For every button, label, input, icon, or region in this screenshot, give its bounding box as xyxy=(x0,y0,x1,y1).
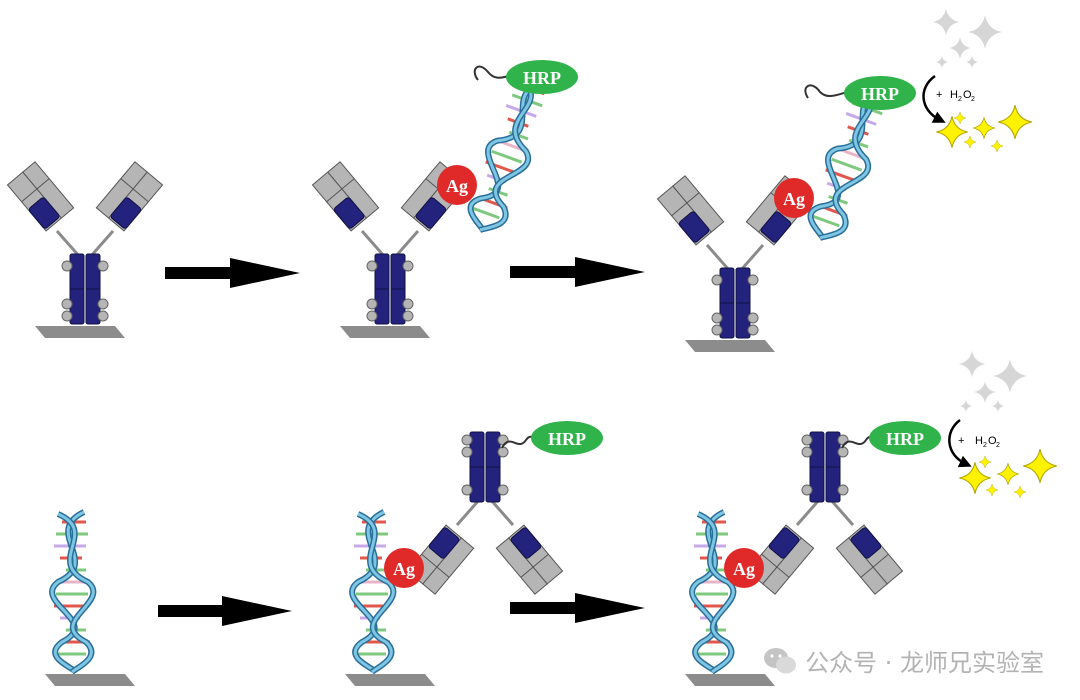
antigen: Ag xyxy=(724,548,764,588)
sparkle-yellow-group xyxy=(958,448,1058,499)
svg-text:H: H xyxy=(950,89,958,101)
sparkle-icon xyxy=(1013,485,1027,499)
sparkle-icon xyxy=(985,483,999,497)
sparkle-icon xyxy=(932,8,960,36)
antigen: Ag xyxy=(384,548,424,588)
sparkle-icon xyxy=(996,462,1020,486)
detection-antibody xyxy=(405,430,565,596)
antigen: Ag xyxy=(437,165,477,205)
bottom-panel-2: HRP Ag xyxy=(345,421,603,686)
svg-text:2: 2 xyxy=(971,96,975,103)
sparkle-icon xyxy=(958,461,992,495)
plate xyxy=(340,326,430,338)
svg-text:HRP: HRP xyxy=(861,84,899,104)
watermark-text: 公众号 · 龙师兄实验室 xyxy=(805,649,1044,677)
sparkle-icon xyxy=(949,37,971,59)
top-panel-2: HRP Ag xyxy=(310,60,578,338)
sparkle-icon xyxy=(997,104,1033,140)
detection-antibody xyxy=(745,430,905,596)
hrp-enzyme: HRP xyxy=(869,421,941,455)
capture-antibody xyxy=(5,160,165,326)
svg-text:Ag: Ag xyxy=(733,559,755,579)
arrow-right-icon xyxy=(510,257,645,287)
dna-strand xyxy=(52,512,93,672)
sparkle-grey-group xyxy=(932,8,1002,68)
arrow-right-icon xyxy=(510,593,645,623)
plate xyxy=(685,340,775,352)
sparkle-icon xyxy=(1022,448,1058,484)
arrow-right-icon xyxy=(158,596,292,626)
dna-strand xyxy=(692,512,733,672)
sparkle-yellow-group xyxy=(935,104,1033,153)
svg-text:O: O xyxy=(988,435,997,447)
hrp-enzyme: HRP xyxy=(844,76,916,110)
dna-strand xyxy=(352,512,393,672)
svg-text:2: 2 xyxy=(996,442,1000,449)
sparkle-icon xyxy=(993,359,1027,393)
svg-text:O: O xyxy=(963,89,972,101)
top-panel-3: HRP Ag + H 2 O 2 xyxy=(655,8,1033,352)
svg-text:Ag: Ag xyxy=(783,189,805,209)
sparkle-icon xyxy=(966,56,978,68)
svg-text:2: 2 xyxy=(958,96,962,103)
arrow-right-icon xyxy=(165,258,300,288)
sparkle-icon xyxy=(990,139,1004,153)
wechat-logo-icon xyxy=(764,647,797,673)
svg-text:Ag: Ag xyxy=(393,559,415,579)
sparkle-icon xyxy=(960,400,972,412)
bottom-panel-1 xyxy=(45,512,135,686)
curved-arrow-icon xyxy=(948,419,972,468)
sparkle-icon xyxy=(972,116,996,140)
sparkle-icon xyxy=(974,381,996,403)
hrp-enzyme: HRP xyxy=(531,421,603,455)
dna-strand xyxy=(461,73,555,237)
sparkle-icon xyxy=(936,56,948,68)
bottom-panel-3: HRP Ag + H 2 O 2 xyxy=(685,350,1058,686)
svg-text:+: + xyxy=(958,435,964,447)
sparkle-grey-group xyxy=(958,350,1027,412)
antigen: Ag xyxy=(774,178,814,218)
top-panel-1 xyxy=(5,160,165,338)
plate xyxy=(35,326,125,338)
svg-text:2: 2 xyxy=(983,442,987,449)
plate xyxy=(45,674,135,686)
svg-text:Ag: Ag xyxy=(446,176,468,196)
sparkle-icon xyxy=(958,350,986,378)
sparkle-icon xyxy=(992,400,1004,412)
sparkle-icon xyxy=(953,111,967,125)
svg-text:+: + xyxy=(936,89,942,101)
svg-text:HRP: HRP xyxy=(523,68,561,88)
sparkle-icon xyxy=(968,15,1002,49)
substrate-label: + H 2 O 2 xyxy=(936,89,975,103)
plate xyxy=(345,674,435,686)
curved-arrow-icon xyxy=(922,74,946,123)
sparkle-icon xyxy=(963,135,977,149)
sparkle-icon xyxy=(978,455,992,469)
watermark: 公众号 · 龙师兄实验室 xyxy=(763,643,1044,678)
svg-text:HRP: HRP xyxy=(886,429,924,449)
plate xyxy=(685,674,775,686)
substrate-label: + H 2 O 2 xyxy=(958,435,1000,449)
hrp-enzyme: HRP xyxy=(506,60,578,94)
sparkle-icon xyxy=(935,115,969,149)
svg-text:HRP: HRP xyxy=(548,429,586,449)
svg-text:H: H xyxy=(975,435,983,447)
